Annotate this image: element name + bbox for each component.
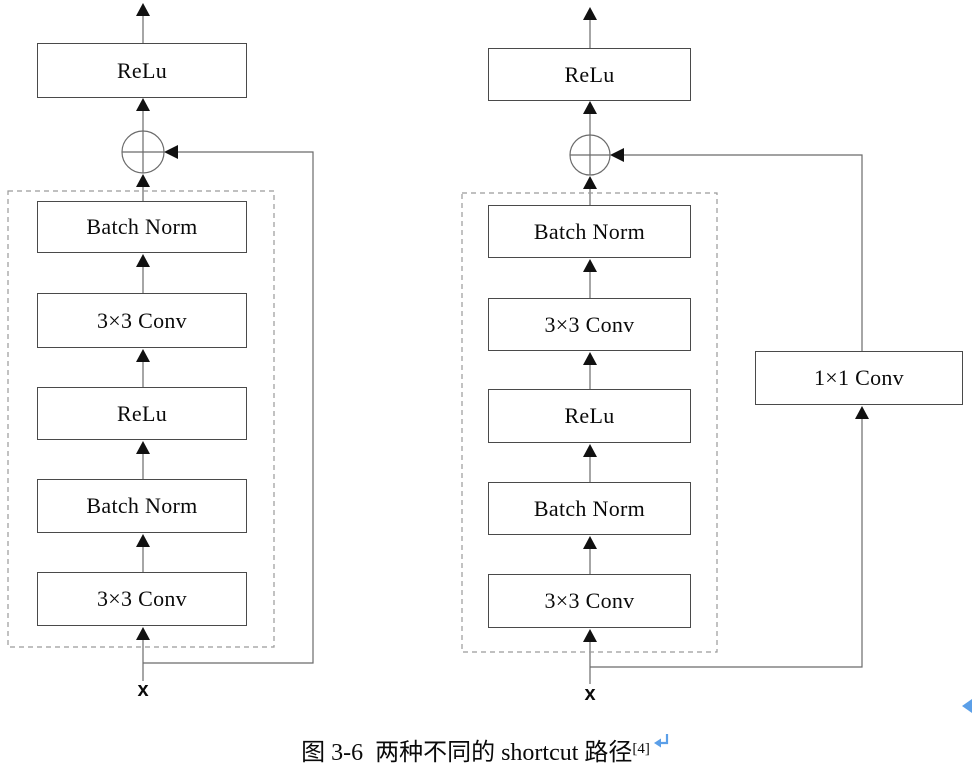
right-conv3x3-block-2: 3×3 Conv — [488, 574, 691, 628]
paragraph-return-mark-icon — [651, 731, 671, 758]
right-into-bn1-arrowhead — [583, 259, 597, 272]
left-into-conv1-arrowhead — [136, 349, 150, 362]
right-into-relu-arrowhead — [583, 101, 597, 114]
figure-caption: 图 3-6 两种不同的 shortcut 路径[4] — [0, 731, 972, 767]
left-input-label: x — [137, 679, 149, 701]
right-relu-block: ReLu — [488, 389, 691, 443]
caption-citation: [4] — [632, 741, 650, 757]
right-into-bn2-arrowhead — [583, 536, 597, 549]
right-into-conv2-arrowhead — [583, 629, 597, 642]
right-into-conv1-arrowhead — [583, 352, 597, 365]
left-conv3x3-block-2: 3×3 Conv — [37, 572, 247, 626]
caption-text: 图 3-6 两种不同的 shortcut 路径 — [301, 740, 633, 766]
left-conv3x3-block-1: 3×3 Conv — [37, 293, 247, 348]
left-into-conv2-arrowhead — [136, 627, 150, 640]
right-shortcut-upper-path — [624, 154, 863, 351]
left-output-relu-block: ReLu — [37, 43, 247, 98]
right-output-arrowhead — [583, 7, 597, 20]
left-into-circle-arrowhead — [136, 174, 150, 187]
left-output-arrowhead — [136, 3, 150, 16]
left-into-bn1-arrowhead — [136, 254, 150, 267]
right-conv1x1-shortcut-block: 1×1 Conv — [755, 351, 963, 405]
left-into-relu-arrowhead — [136, 98, 150, 111]
left-into-bn2-arrowhead — [136, 534, 150, 547]
right-into-1x1conv-arrowhead — [855, 406, 869, 419]
left-batch-norm-block-1: Batch Norm — [37, 201, 247, 253]
right-input-label: x — [584, 683, 596, 705]
clipped-return-mark-icon — [962, 699, 972, 713]
left-shortcut-path — [143, 151, 314, 664]
left-relu-block: ReLu — [37, 387, 247, 440]
right-residual-dashed-box — [461, 192, 718, 653]
left-into-relu1-arrowhead — [136, 441, 150, 454]
right-batch-norm-block-2: Batch Norm — [488, 482, 691, 535]
right-conv3x3-block-1: 3×3 Conv — [488, 298, 691, 351]
right-batch-norm-block-1: Batch Norm — [488, 205, 691, 258]
right-into-relu1-arrowhead — [583, 444, 597, 457]
left-residual-dashed-box — [7, 190, 275, 648]
right-shortcut-arrowhead — [610, 148, 624, 162]
right-output-relu-block: ReLu — [488, 48, 691, 101]
right-into-circle-arrowhead — [583, 176, 597, 189]
left-shortcut-arrowhead — [164, 145, 178, 159]
right-shortcut-lower-path — [590, 419, 863, 668]
left-batch-norm-block-2: Batch Norm — [37, 479, 247, 533]
